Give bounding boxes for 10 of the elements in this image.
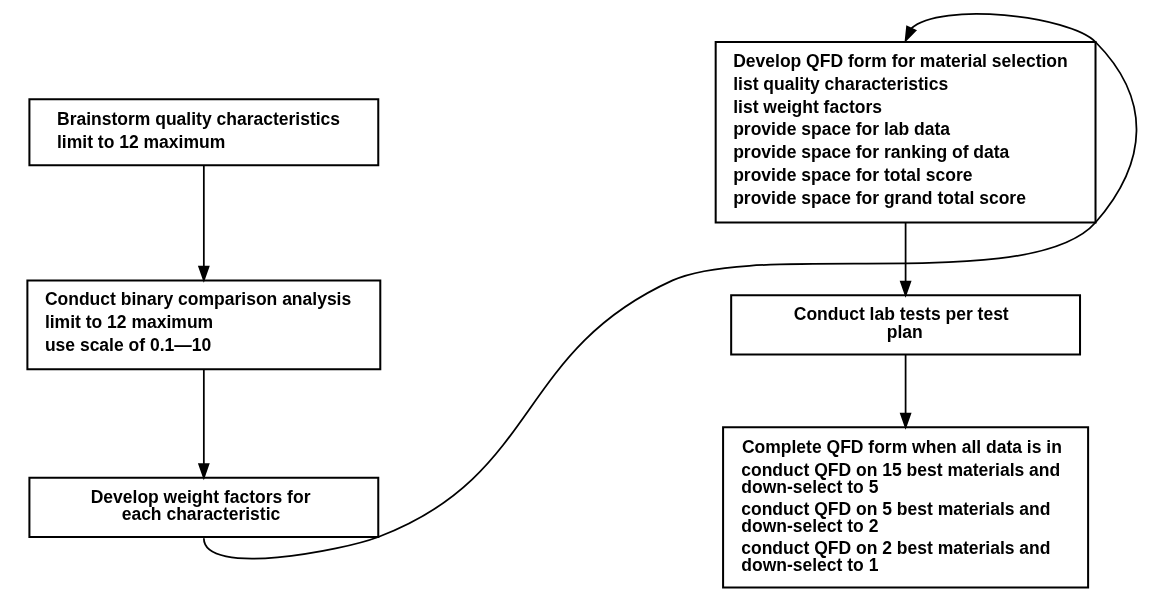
- node-box: Conduct binary comparison analysis limit to 12 maximum use scale of 0.1—10: [25, 279, 381, 371]
- node-box: Complete QFD form when all data is in conduct QFD on 15 best materials and down-select to 5 conduct QFD on 5 best materials and down-select to 2 conduct QFD on 2 best materials and down-select to 1: [721, 426, 1089, 589]
- node-box: Develop weight factors for each characteristic: [27, 476, 379, 538]
- node-box: Brainstorm quality characteristics limit to 12 maximum: [27, 98, 379, 167]
- arrow: [899, 222, 912, 298]
- node-box: Develop QFD form for material selection list quality characteristics list weight factors provide space for lab data provide space for ranking of data provide space for total score provide space for grand total score: [714, 41, 1097, 224]
- arrow: [899, 353, 912, 430]
- arrow: [197, 368, 210, 481]
- node-box: Conduct lab tests per test plan: [729, 294, 1081, 356]
- arrow: [197, 164, 210, 283]
